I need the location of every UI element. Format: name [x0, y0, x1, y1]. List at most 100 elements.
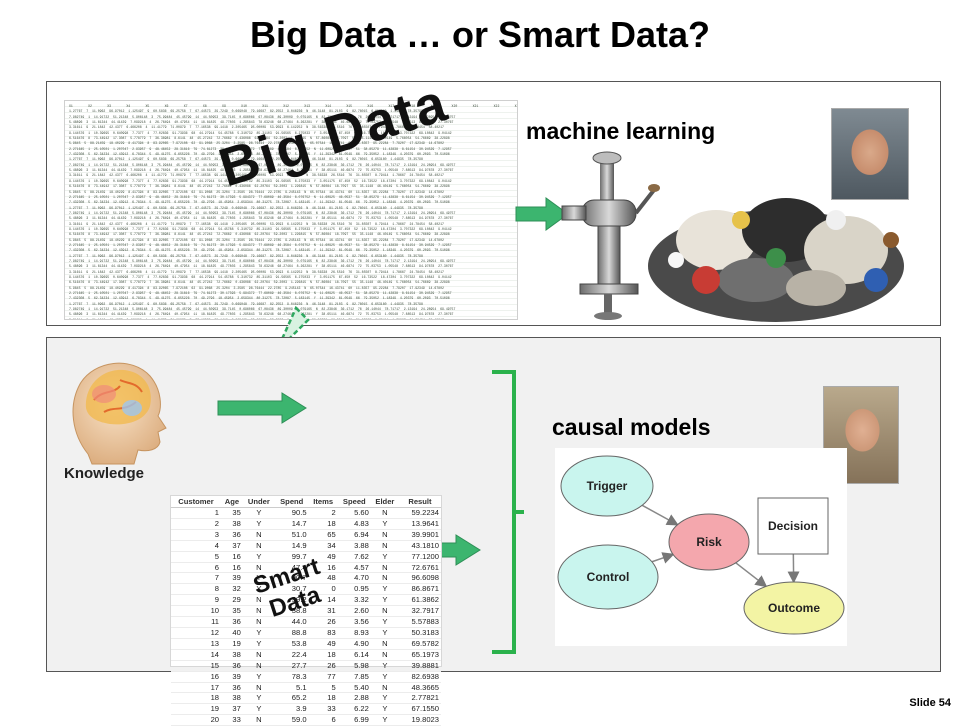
table-cell: 1 — [171, 508, 221, 519]
table-cell: Y — [371, 671, 399, 682]
table-cell: 69.5782 — [399, 638, 441, 649]
table-cell: Y — [371, 693, 399, 704]
table-cell: Y — [243, 704, 275, 715]
table-cell: 16 — [221, 562, 243, 573]
table-cell: N — [371, 649, 399, 660]
table-cell: 78.3 — [275, 671, 309, 682]
table-cell: 40 — [221, 627, 243, 638]
edge-trigger-to-risk — [642, 505, 677, 524]
table-cell: 3.88 — [338, 540, 371, 551]
table-cell: 35 — [221, 508, 243, 519]
slide-number: Slide 54 — [909, 697, 951, 709]
table-cell: N — [243, 682, 275, 693]
table-cell: 88.8 — [275, 627, 309, 638]
table-cell: 6 — [171, 562, 221, 573]
table-cell: N — [371, 562, 399, 573]
table-cell: 5 — [309, 682, 338, 693]
edge-risk-to-outcome — [736, 563, 766, 587]
table-cell: 2.88 — [338, 693, 371, 704]
table-cell: Y — [243, 508, 275, 519]
trash-pile-icon — [646, 180, 906, 322]
table-header-cell: Elder — [371, 496, 399, 508]
table-cell: 53.8 — [275, 638, 309, 649]
table-header-cell: Age — [221, 496, 243, 508]
table-cell: N — [371, 638, 399, 649]
table-cell: 39.9901 — [399, 529, 441, 540]
table-cell: Y — [371, 617, 399, 628]
node-decision: Decision — [758, 498, 828, 554]
table-cell: Y — [371, 551, 399, 562]
table-cell: Y — [243, 518, 275, 529]
table-cell: 7 — [171, 573, 221, 584]
table-cell: 72.6761 — [399, 562, 441, 573]
table-cell: N — [371, 540, 399, 551]
table-cell: 6.99 — [338, 715, 371, 726]
table-cell: 82.6938 — [399, 671, 441, 682]
table-cell: 33 — [309, 704, 338, 715]
table-cell: 65 — [309, 529, 338, 540]
table-cell: 6.14 — [338, 649, 371, 660]
machine-learning-label: machine learning — [526, 118, 715, 145]
table-cell: 11 — [171, 617, 221, 628]
table-cell: N — [243, 529, 275, 540]
table-cell: 3 — [171, 529, 221, 540]
table-cell: 39.8881 — [399, 660, 441, 671]
table-cell: 3.32 — [338, 595, 371, 606]
table-cell: 22.4 — [275, 649, 309, 660]
table-cell: Y — [371, 518, 399, 529]
table-cell: 27.7 — [275, 660, 309, 671]
table-cell: Y — [243, 551, 275, 562]
table-cell: 8 — [171, 584, 221, 595]
table-cell: 4.83 — [338, 518, 371, 529]
table-cell: 19.8023 — [399, 715, 441, 726]
table-cell: 5.40 — [338, 682, 371, 693]
brain-head-icon — [58, 350, 176, 468]
table-cell: 4.57 — [338, 562, 371, 573]
table-cell: 6 — [309, 715, 338, 726]
table-cell: 38 — [221, 518, 243, 529]
table-cell: 5.98 — [338, 660, 371, 671]
slide-title: Big Data … or Smart Data? — [0, 14, 960, 56]
node-label-outcome: Outcome — [768, 601, 820, 615]
table-cell: 5.1 — [275, 682, 309, 693]
arrow-right-icon — [216, 390, 308, 426]
table-cell: 6.94 — [338, 529, 371, 540]
table-cell: 4 — [171, 540, 221, 551]
knowledge-label: Knowledge — [64, 465, 144, 482]
table-cell: 38 — [221, 693, 243, 704]
table-header-cell: Spend — [275, 496, 309, 508]
table-cell: 13 — [171, 638, 221, 649]
node-outcome: Outcome — [744, 582, 844, 634]
table-cell: 0.95 — [338, 584, 371, 595]
table-cell: N — [243, 715, 275, 726]
table-cell: 67.1550 — [399, 704, 441, 715]
table-header-cell: Customer — [171, 496, 221, 508]
table-cell: 50.3183 — [399, 627, 441, 638]
table-cell: 65.1973 — [399, 649, 441, 660]
table-cell: 96.6098 — [399, 573, 441, 584]
table-cell: 83 — [309, 627, 338, 638]
table-cell: 7.85 — [338, 671, 371, 682]
table-cell: 33 — [221, 715, 243, 726]
table-cell: 18 — [309, 693, 338, 704]
table-cell: 2.60 — [338, 606, 371, 617]
table-cell: 17 — [171, 682, 221, 693]
table-cell: 10 — [171, 606, 221, 617]
table-cell: 48.3665 — [399, 682, 441, 693]
table-cell: N — [243, 660, 275, 671]
table-cell: 36 — [221, 682, 243, 693]
table-cell: 32.7917 — [399, 606, 441, 617]
table-cell: Y — [243, 671, 275, 682]
table-cell: Y — [243, 693, 275, 704]
